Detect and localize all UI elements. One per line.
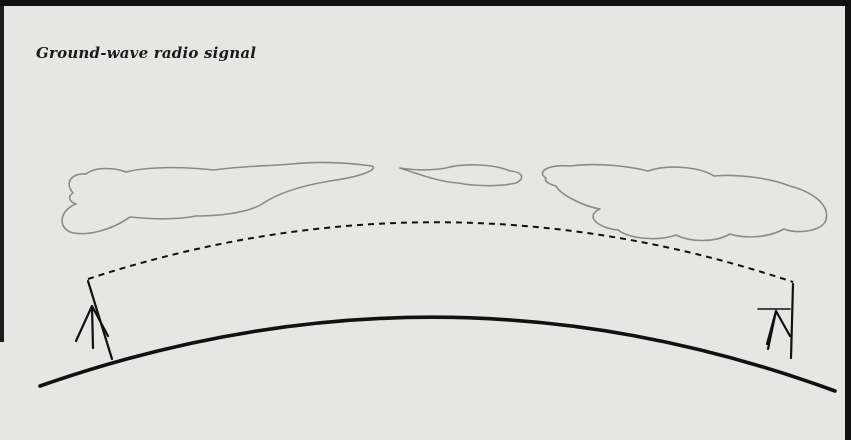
receiver-antenna [758,284,793,358]
up-arrow-icon [767,311,790,349]
cloud-left [62,163,373,234]
up-arrow-icon [76,306,108,348]
signal-path-dashed [88,222,793,282]
transmitter-antenna [76,281,112,359]
clouds [62,163,827,241]
diagram-art [0,6,851,440]
earth-surface [40,317,835,391]
cloud-middle [400,165,522,186]
cloud-right [542,165,826,241]
